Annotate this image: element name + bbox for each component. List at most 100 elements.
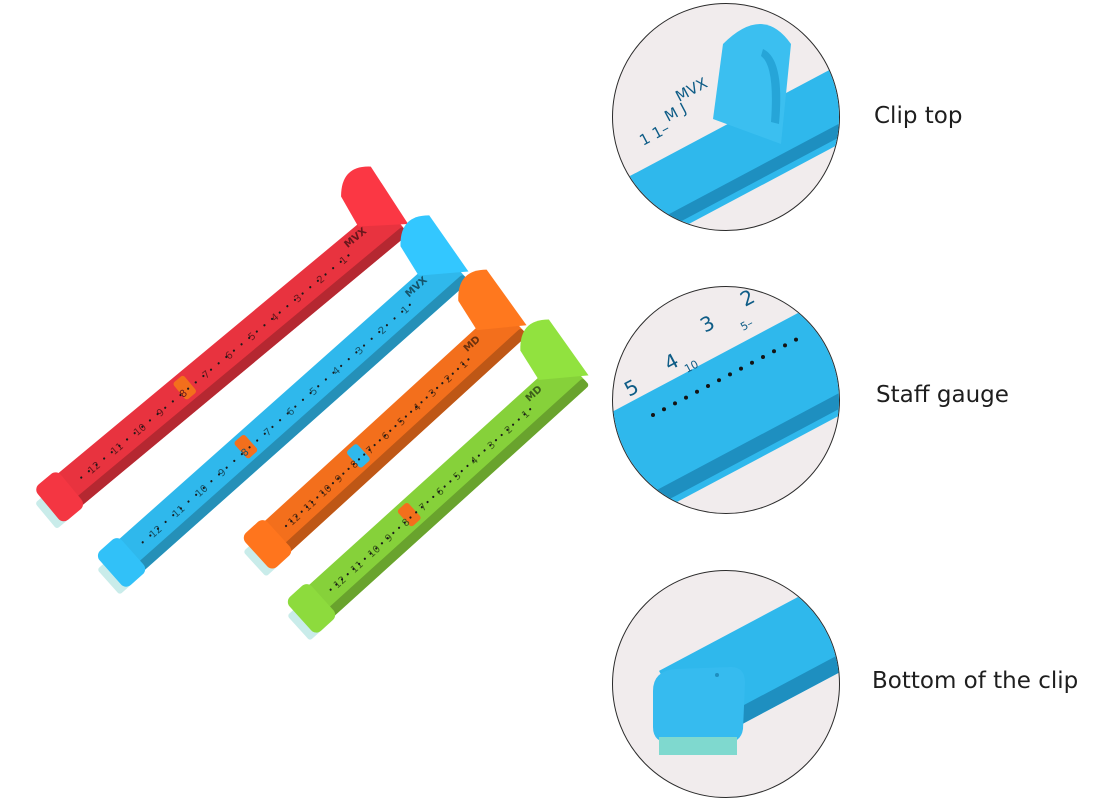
clip-green-scale-dot (454, 475, 458, 478)
clip-red-scale-dot (286, 305, 289, 308)
clip-red-scale-dot (171, 400, 174, 403)
clip-blue-scale-dot (347, 358, 350, 361)
clip-red-end-cap (36, 472, 84, 522)
clip-red-top-tab (341, 166, 409, 227)
clip-red-scale-number: 1 (338, 255, 350, 268)
clip-blue-scale-dot (248, 446, 251, 449)
clip-blue-scale-dot (317, 385, 320, 388)
clip-red-scale-dot (263, 324, 266, 327)
clip-orange-scale-dot (331, 482, 335, 485)
clip-red-scale-number: 2 (315, 274, 327, 287)
clip-blue-scale-dot (210, 480, 213, 483)
clip-red-scale-number: 8 (178, 388, 190, 401)
clip-top-closeup-image: MVX M J 1 1– (613, 24, 839, 230)
staff-gauge-closeup: 2 3 4 5 5– 10 (612, 286, 840, 514)
clip-green-scale-dot (511, 423, 515, 426)
clip-green-scale-dot (346, 573, 349, 576)
clip-green-scale-dot (523, 413, 526, 416)
clip-blue-scale-dot (225, 466, 228, 469)
clip-green-scale-dot (437, 490, 441, 493)
clip-orange-scale-dot (446, 377, 449, 380)
closeup-gauge-dot (684, 395, 688, 400)
clip-blue-scale-dot (164, 520, 167, 524)
clip-red-scale-dot (125, 438, 129, 441)
clip-green-scale-dot (477, 454, 480, 457)
clip-orange-top-tab (458, 269, 527, 331)
closeup-gauge-dot (717, 378, 721, 383)
clip-red-scale-number: 6 (224, 350, 236, 363)
bag-clips-photo: MVX123456789101112MVX123456789101112MD12… (36, 166, 589, 640)
clip-orange-scale-dot (436, 386, 439, 390)
clip-green-scale-dot (380, 542, 384, 545)
clip-green-scale-dot (483, 449, 486, 452)
clip-green-scale-dot (449, 480, 452, 483)
clip-red-rail (59, 227, 408, 519)
clip-blue-scale-dot (263, 432, 266, 435)
closeup-gauge-dot (772, 349, 776, 354)
clip-green-scale-dot (415, 511, 418, 514)
clip-green-scale-dot (420, 506, 423, 509)
clip-blue-scale-dot (408, 303, 411, 306)
closeup-gauge-number-2: 2 (736, 287, 759, 311)
clip-green-scale-dot (358, 562, 361, 566)
clip-blue-scale-dot (286, 412, 289, 415)
clip-red-scale-number: 4 (269, 312, 281, 325)
clip-red-scale-dot (179, 393, 182, 397)
clip-red-scale-number: 7 (201, 369, 213, 382)
clip-green-scale-dot (363, 557, 366, 560)
closeup-gauge-minor-5: 5– (738, 316, 755, 333)
clip-orange-rail (268, 329, 527, 566)
clip-blue-scale-dot (301, 398, 305, 401)
clip-green-scale-dot (466, 464, 469, 468)
clip-green-scale-dot (517, 418, 520, 421)
clip-green-scale-dot (472, 459, 475, 462)
closeup-gauge-dot (695, 389, 699, 394)
clip-blue-scale-dot (332, 371, 335, 374)
clip-orange-scale-dot (420, 401, 423, 404)
closeup-gauge-dot (651, 413, 655, 417)
clip-red-scale-dot (87, 470, 90, 473)
clip-blue-scale-dot (195, 493, 198, 496)
clip-red-scale-dot (110, 451, 113, 454)
clip-green-scale-dot (369, 552, 372, 555)
clip-orange-scale-dot (467, 358, 470, 361)
clip-orange-scale-dot (342, 472, 345, 475)
clip-blue-scale-dot (240, 452, 244, 456)
clip-orange-scale-dot (451, 372, 454, 375)
clip-orange-scale-dot (337, 477, 340, 480)
clip-green-scale-dot (375, 547, 378, 550)
caption-staff-gauge: Staff gauge (876, 382, 1009, 408)
closeup-bottom-rail (691, 610, 839, 747)
clip-blue-scale-dot (340, 364, 343, 368)
clip-red-scale-dot (232, 349, 236, 352)
clip-red-scale-dot (332, 267, 335, 270)
clip-orange-scale-dot (347, 467, 350, 470)
closeup-gauge-dot (728, 372, 732, 377)
clip-green-scale-dot (386, 537, 389, 540)
clip-blue-scale-dot (378, 330, 381, 334)
caption-clip-top: Clip top (874, 103, 963, 129)
clip-red-scale-dot (270, 317, 274, 320)
clip-blue-scale-dot (362, 344, 366, 347)
closeup-tab-shade (761, 49, 781, 124)
clip-red-scale-dot (141, 425, 144, 428)
clip-blue-scale-dot (370, 337, 373, 340)
clip-red-scale-dot (316, 279, 319, 282)
clip-blue-scale-dot (385, 324, 389, 327)
clip-orange-scale-dot (378, 439, 381, 442)
clip-blue-scale-dot (141, 541, 144, 544)
clip-green-rail (311, 379, 589, 631)
closeup-bottom-pad (659, 737, 737, 755)
clip-red-scale-dot (95, 463, 98, 466)
clip-red-scale-dot (80, 476, 83, 479)
clip-blue-scale-dot (156, 527, 160, 530)
clip-red-scale-dot (103, 457, 106, 460)
closeup-gauge-dot (706, 384, 710, 388)
clip-red-scale-dot (278, 311, 281, 314)
clip-orange-scale-dot (326, 486, 329, 489)
clip-green-scale-dot (329, 588, 332, 591)
clip-orange-scale-dot (300, 510, 303, 513)
